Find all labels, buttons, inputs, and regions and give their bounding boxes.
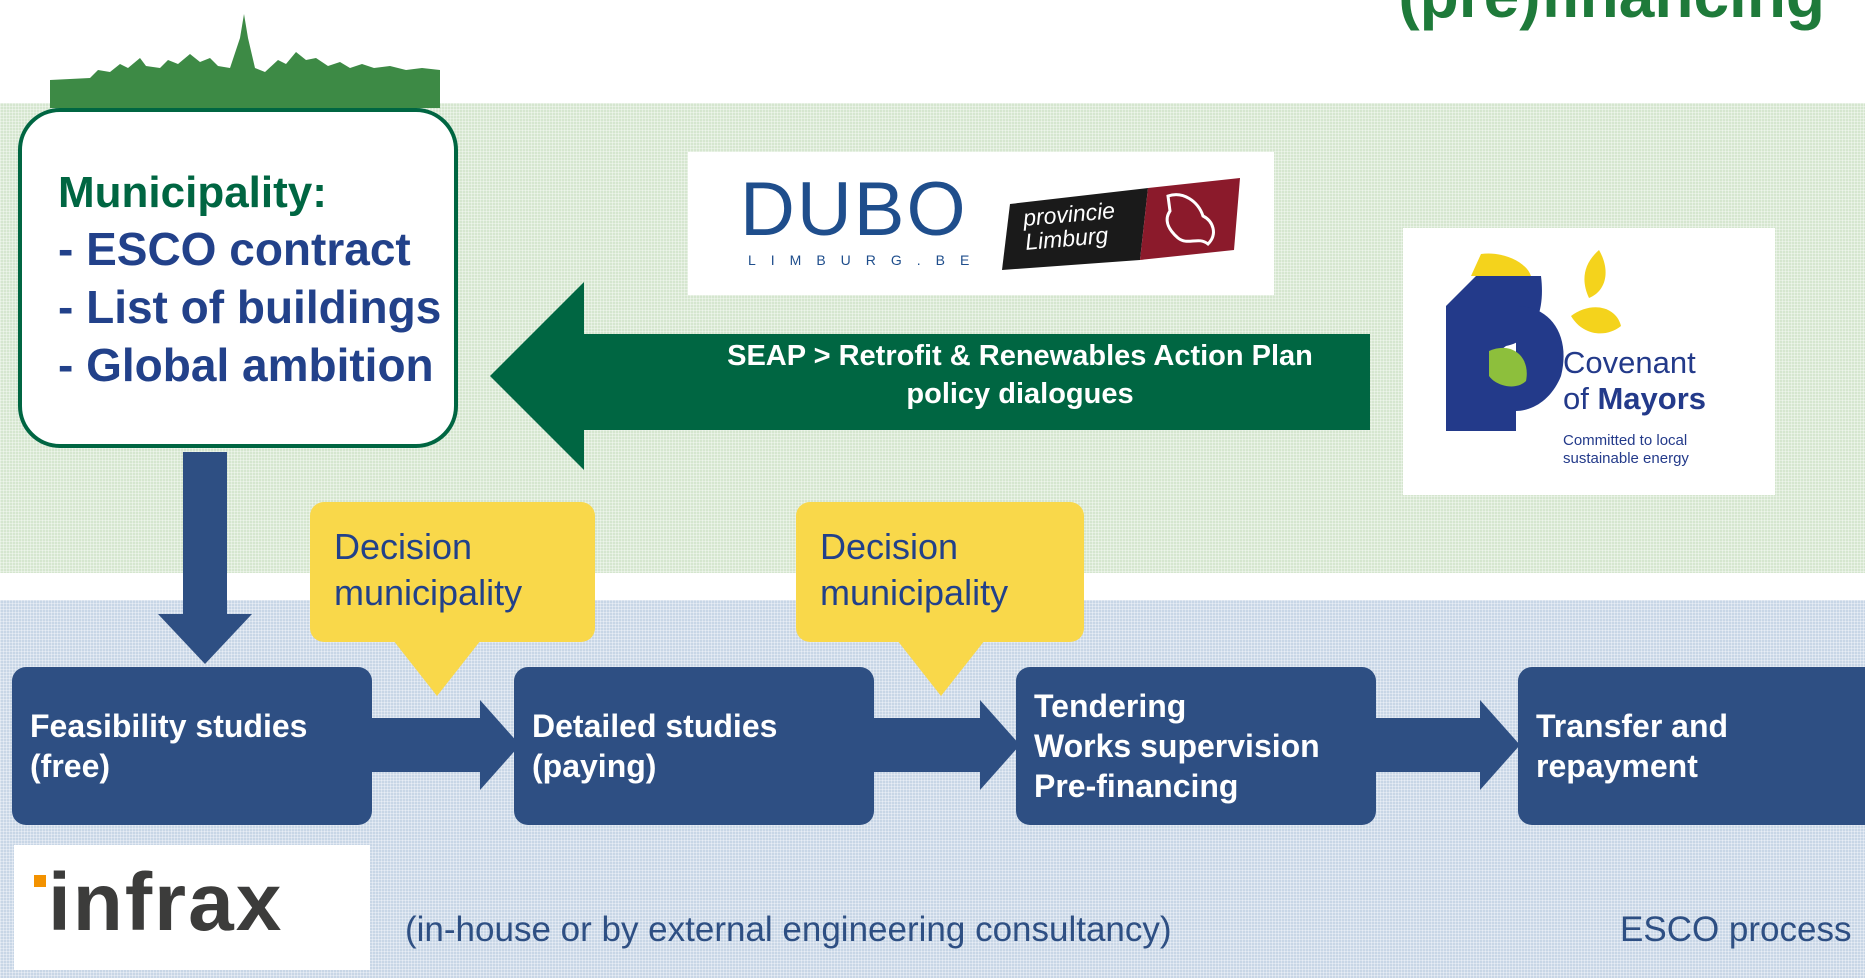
dubo-logo: DUBO	[740, 167, 968, 252]
step-detailed-studies: Detailed studies (paying)	[514, 667, 874, 825]
city-skyline-icon	[50, 14, 440, 108]
step-arrow-1	[370, 700, 520, 790]
infrax-logo: infrax	[14, 845, 370, 970]
step-1-line2: (free)	[30, 748, 111, 784]
step-3-line3: Pre-financing	[1034, 768, 1239, 804]
infrax-accent-icon	[34, 875, 46, 887]
municipality-box	[18, 108, 458, 448]
decision-2-line1: Decision	[820, 526, 959, 567]
step-3-line1: Tendering	[1034, 688, 1187, 724]
partner-logos-box: DUBO LIMBURG.BE provincie Limburg	[688, 152, 1274, 295]
policy-arrow-line1: SEAP > Retrofit & Renewables Action Plan	[727, 340, 1313, 372]
step-2-line2: (paying)	[532, 748, 657, 784]
municipality-item-esco-contract: - ESCO contract	[58, 223, 411, 275]
municipality-item-ambition: - Global ambition	[58, 339, 434, 391]
decision-2-down-arrow	[897, 640, 985, 696]
policy-arrow-line2: policy dialogues	[906, 378, 1134, 410]
covenant-of-mayors-logo: Covenant of Mayors Committed to local su…	[1403, 228, 1775, 495]
step-arrow-2	[870, 700, 1020, 790]
step-4-line2: repayment	[1536, 748, 1698, 784]
decision-2-line2: municipality	[820, 572, 1009, 613]
step-feasibility-studies: Feasibility studies (free)	[12, 667, 372, 825]
step-1-line1: Feasibility studies	[30, 708, 308, 744]
covenant-tagline-2: sustainable energy	[1563, 450, 1689, 467]
dubo-logo-sub: LIMBURG.BE	[748, 252, 985, 268]
municipality-item-buildings: - List of buildings	[58, 281, 442, 333]
covenant-tagline-1: Committed to local	[1563, 432, 1688, 449]
step-2-line1: Detailed studies	[532, 708, 778, 744]
infrax-wordmark: infrax	[48, 857, 284, 948]
step-tendering: Tendering Works supervision Pre-financin…	[1016, 667, 1376, 825]
esco-process-label: ESCO process	[1620, 910, 1852, 949]
of-label: of	[1563, 381, 1598, 416]
page-title: (pre)financing	[1398, 0, 1825, 32]
decision-1-line2: municipality	[334, 572, 523, 613]
decision-1-line1: Decision	[334, 526, 473, 567]
step-transfer-repayment: Transfer and repayment	[1518, 667, 1865, 825]
policy-dialogue-arrow	[490, 282, 1370, 470]
municipality-heading: Municipality:	[58, 168, 327, 217]
provincie-limburg-emblem-icon	[1002, 178, 1240, 270]
decision-box-1: Decision municipality	[310, 502, 595, 642]
mayors-label: Mayors	[1597, 381, 1707, 416]
provincie-limburg-logo: provincie Limburg	[998, 176, 1240, 270]
covenant-label: Covenant	[1563, 345, 1696, 380]
step-arrow-3	[1370, 700, 1520, 790]
step-3-line2: Works supervision	[1034, 728, 1320, 764]
decision-1-down-arrow	[393, 640, 481, 696]
covenant-emblem-icon	[1446, 250, 1621, 431]
consultancy-note: (in-house or by external engineering con…	[405, 910, 1172, 949]
decision-box-2: Decision municipality	[796, 502, 1084, 642]
municipality-down-arrow	[158, 452, 252, 664]
step-4-line1: Transfer and	[1536, 708, 1729, 744]
